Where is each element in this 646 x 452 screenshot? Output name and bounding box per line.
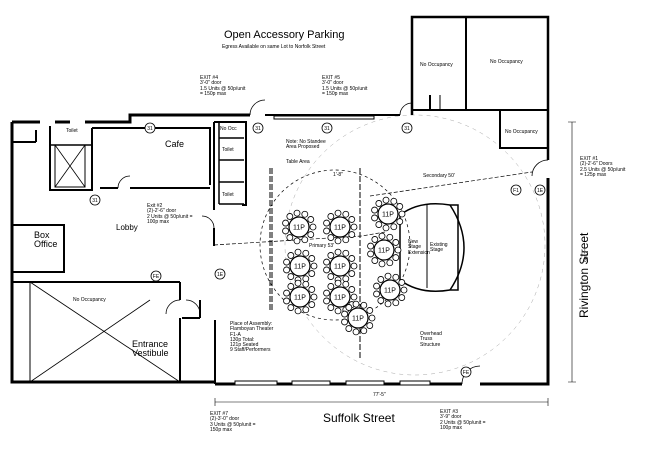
round-table: 11P <box>371 196 406 232</box>
door-tag-label: 31 <box>404 126 410 132</box>
door-tag <box>510 184 522 196</box>
exit-7-label: EXIT #7 (2)-3'-0" door 3 Units @ 50p/uni… <box>210 411 256 433</box>
door-tag <box>401 122 413 134</box>
room-no-occ: No Occ <box>220 126 237 132</box>
street-south: Suffolk Street <box>323 411 395 425</box>
tables-layer: 11P 11P 11P 11P 11P 11P 11P 11P 11P 11P <box>282 196 408 336</box>
room-no-occupancy-ne1: No Occupancy <box>420 62 453 68</box>
round-table: 11P <box>323 248 358 284</box>
round-table: 11P <box>282 209 317 245</box>
door-tag <box>252 122 264 134</box>
round-table: 11P <box>373 272 408 308</box>
door-tag <box>534 184 546 196</box>
page-subtitle: Egress Available on same Lot to Norfolk … <box>222 44 326 50</box>
note-existing-stage: Existing Stage <box>430 242 448 254</box>
round-table: 11P <box>323 279 358 315</box>
round-table: 11P <box>367 232 402 268</box>
door-tag-label: 31 <box>324 126 330 132</box>
room-entrance-vestibule: Entrance Vestibule <box>132 339 169 359</box>
street-east: Rivington Street <box>577 232 591 318</box>
table-capacity-label: 11P <box>294 295 306 302</box>
dim-south: 77'-5" <box>373 392 386 398</box>
door-tag-label: FE <box>153 274 160 280</box>
exit-5-label: EXIT #5 3'-0" door 1.5 Units @ 50p/unit … <box>322 75 368 97</box>
dim-east: 90'-2" <box>584 249 590 262</box>
round-table: 11P <box>283 279 318 315</box>
door-tag-label: 31 <box>255 126 261 132</box>
table-capacity-label: 11P <box>334 225 346 232</box>
round-table: 11P <box>341 300 376 336</box>
note-no-standee: Note: No Standee Area Proposed <box>286 139 326 151</box>
page-title: Open Accessory Parking <box>224 29 345 41</box>
door-tag-label: 31 <box>92 198 98 204</box>
door-tag-label: 31 <box>147 126 153 132</box>
door-tag <box>321 122 333 134</box>
table-capacity-label: 11P <box>378 248 390 255</box>
note-new-stage: New Stage Extension <box>408 239 430 256</box>
table-capacity-label: 11P <box>294 264 306 271</box>
table-capacity-label: 11P <box>382 212 394 219</box>
table-capacity-label: 11P <box>293 225 305 232</box>
exit-1-label: EXIT #1 (2)-2'-6" Doors 2.5 Units @ 50p/… <box>580 156 626 178</box>
room-box-office: Box Office <box>34 230 58 250</box>
door-tag <box>460 366 472 378</box>
table-capacity-label: 11P <box>334 295 346 302</box>
room-no-occupancy-ne3: No Occupancy <box>505 129 538 135</box>
table-capacity-label: 11P <box>384 288 396 295</box>
room-no-occupancy-sw: No Occupancy <box>73 297 106 303</box>
door-tag <box>89 194 101 206</box>
exit-4-label: EXIT #4 3'-0" door 1.5 Units @ 50p/unit … <box>200 75 246 97</box>
note-secondary: Secondary 50' <box>423 173 455 179</box>
ne-rooms <box>412 17 548 149</box>
room-toilet-1: Toilet <box>66 128 78 134</box>
round-table: 11P <box>283 248 318 284</box>
room-lobby: Lobby <box>116 223 138 232</box>
note-overhead: Overhead Truss Structure <box>420 331 442 348</box>
exit-2-label: Exit #2 (2)-2'-6" door 2 Units @ 50p/uni… <box>147 203 193 225</box>
door-tag-label: F1 <box>513 188 519 194</box>
table-capacity-label: 11P <box>352 316 364 323</box>
door-tag <box>150 270 162 282</box>
building-outline-west <box>10 122 215 384</box>
round-table: 11P <box>323 209 358 245</box>
note-primary: Primary 53' <box>309 243 335 249</box>
door-tag <box>144 122 156 134</box>
stage <box>399 203 459 292</box>
assembly-info: Place of Assembly: Flamboyan Theater F1-… <box>230 321 274 354</box>
door-tag-label: 1E <box>537 188 544 194</box>
note-table-area: Table Area <box>286 159 310 165</box>
room-toilet-2: Toilet <box>222 147 234 153</box>
room-cafe: Cafe <box>165 139 185 149</box>
table-capacity-label: 11P <box>334 264 346 271</box>
door-tag <box>214 268 226 280</box>
room-toilet-3: Toilet <box>222 192 234 198</box>
door-tag-label: FE <box>463 370 470 376</box>
room-no-occupancy-ne2: No Occupancy <box>490 59 523 65</box>
door-tag-label: 1E <box>217 272 224 278</box>
note-dim-tables: 1'-8" <box>333 172 343 178</box>
exit-3-label: EXIT #3 3'-9" door 2 Units @ 50p/unit = … <box>440 409 486 431</box>
